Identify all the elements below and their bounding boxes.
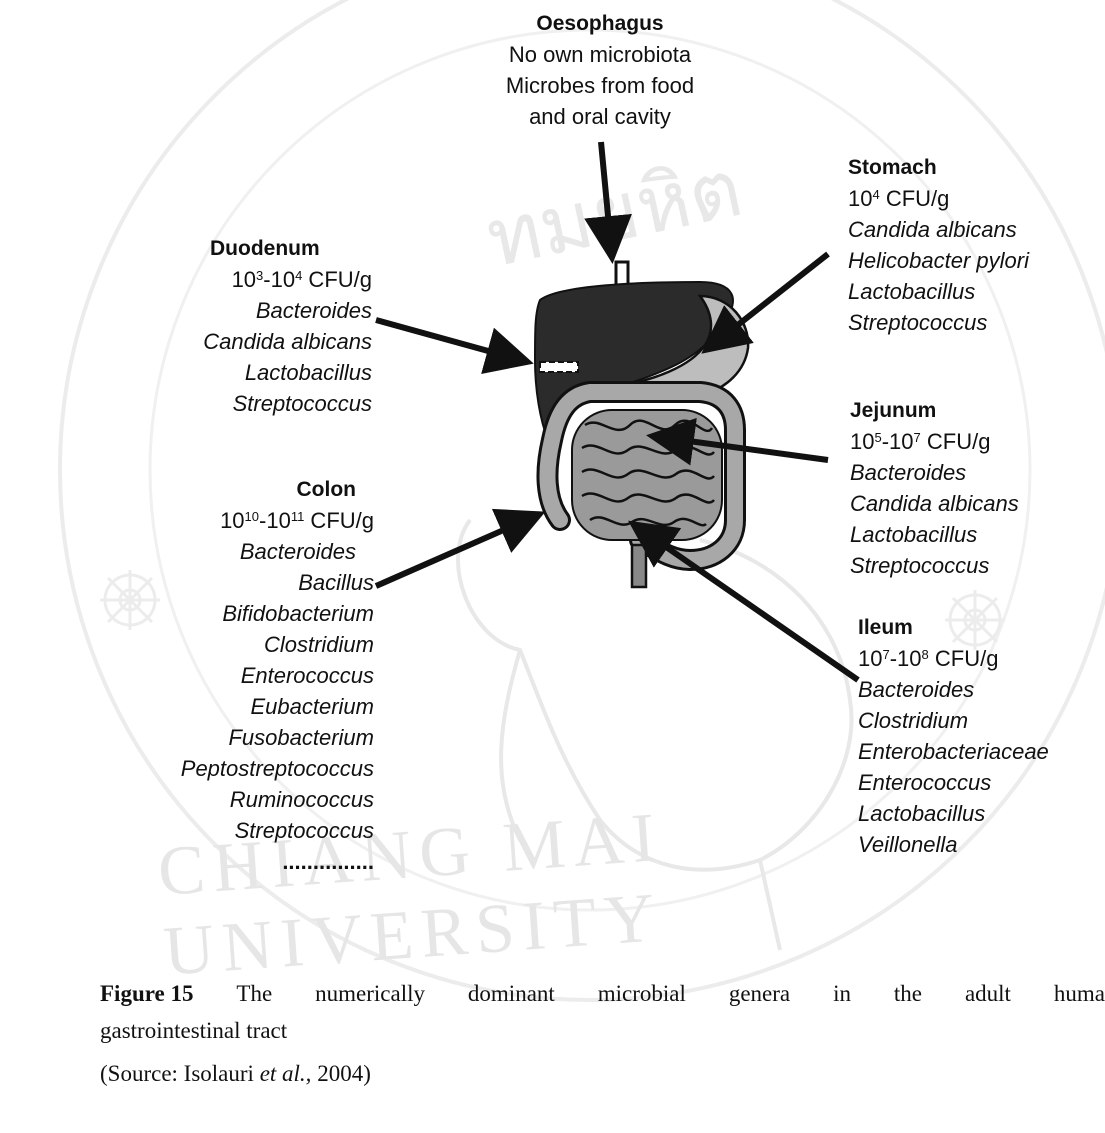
caption-word: numerically (315, 975, 425, 1012)
caption-word: dominant (468, 975, 555, 1012)
jejunum-genus: Candida albicans (850, 488, 1019, 519)
colon-genus: Bacillus (160, 567, 374, 598)
ileum-name: Ileum (858, 612, 1049, 643)
ileum-count: 107-108 CFU/g (858, 643, 1049, 674)
jejunum-genus: Streptococcus (850, 550, 1019, 581)
caption-word: The (236, 975, 272, 1012)
colon-genus: Bifidobacterium (160, 598, 374, 629)
duodenum-genus: Streptococcus (150, 388, 372, 419)
colon-genus: Ruminococcus (160, 784, 374, 815)
duodenum-name: Duodenum (150, 233, 372, 264)
ileum-genus: Lactobacillus (858, 798, 1049, 829)
arrow-oesophagus (601, 142, 612, 258)
caption-word: microbial (598, 975, 686, 1012)
colon-genus: Peptostreptococcus (160, 753, 374, 784)
rectum (632, 545, 646, 587)
oesophagus-line-2: Microbes from food (480, 70, 720, 101)
ileum-genus: Clostridium (858, 705, 1049, 736)
stomach-name: Stomach (848, 152, 1029, 183)
duodenum-segment (540, 362, 578, 372)
stomach-genus: Helicobacter pylori (848, 245, 1029, 276)
ileum-genus: Veillonella (858, 829, 1049, 860)
colon-genus: Eubacterium (160, 691, 374, 722)
oesophagus-line-1: No own microbiota (480, 39, 720, 70)
jejunum-genus: Lactobacillus (850, 519, 1019, 550)
ileum-genus: Enterococcus (858, 767, 1049, 798)
colon-genus: Fusobacterium (160, 722, 374, 753)
colon-count: 1010-1011 CFU/g (160, 505, 374, 536)
caption-word: huma (1054, 975, 1105, 1012)
arrow-duodenum (376, 320, 528, 362)
colon-genus: Streptococcus (160, 815, 374, 846)
duodenum-genus: Bacteroides (150, 295, 372, 326)
caption-word: the (894, 975, 922, 1012)
stomach-count: 104 CFU/g (848, 183, 1029, 214)
caption-line-1: Figure 15 The numerically dominant micro… (100, 975, 1105, 1012)
figure-label: Figure 15 (100, 975, 193, 1012)
duodenum-genus: Candida albicans (150, 326, 372, 357)
oesophagus-line-3: and oral cavity (480, 101, 720, 132)
colon-genus: Bacteroides (160, 536, 374, 567)
jejunum-name: Jejunum (850, 395, 1019, 426)
caption-line-2: gastrointestinal tract (100, 1012, 1105, 1049)
caption-word: adult (965, 975, 1011, 1012)
stomach-genus: Candida albicans (848, 214, 1029, 245)
figure-caption: Figure 15 The numerically dominant micro… (100, 975, 1105, 1092)
jejunum-count: 105-107 CFU/g (850, 426, 1019, 457)
caption-word: genera (729, 975, 790, 1012)
caption-source: (Source: Isolauri et al., 2004) (100, 1055, 1105, 1092)
colon-genus: Enterococcus (160, 660, 374, 691)
jejunum-label: Jejunum 105-107 CFU/g Bacteroides Candid… (850, 395, 1019, 581)
oesophagus-name: Oesophagus (480, 8, 720, 39)
ileum-genus: Bacteroides (858, 674, 1049, 705)
arrow-colon (376, 514, 540, 586)
colon-label: Colon 1010-1011 CFU/g Bacteroides Bacill… (160, 474, 374, 877)
stomach-genus: Streptococcus (848, 307, 1029, 338)
duodenum-count: 103-104 CFU/g (150, 264, 372, 295)
colon-genus: Clostridium (160, 629, 374, 660)
colon-ellipsis: ............... (160, 846, 374, 877)
jejunum-genus: Bacteroides (850, 457, 1019, 488)
duodenum-label: Duodenum 103-104 CFU/g Bacteroides Candi… (150, 233, 372, 419)
duodenum-genus: Lactobacillus (150, 357, 372, 388)
stomach-genus: Lactobacillus (848, 276, 1029, 307)
caption-word: in (833, 975, 851, 1012)
ileum-genus: Enterobacteriaceae (858, 736, 1049, 767)
stomach-label: Stomach 104 CFU/g Candida albicans Helic… (848, 152, 1029, 338)
oesophagus-label: Oesophagus No own microbiota Microbes fr… (480, 8, 720, 132)
colon-name: Colon (160, 474, 374, 505)
arrow-ileum (633, 524, 858, 680)
ileum-label: Ileum 107-108 CFU/g Bacteroides Clostrid… (858, 612, 1049, 860)
